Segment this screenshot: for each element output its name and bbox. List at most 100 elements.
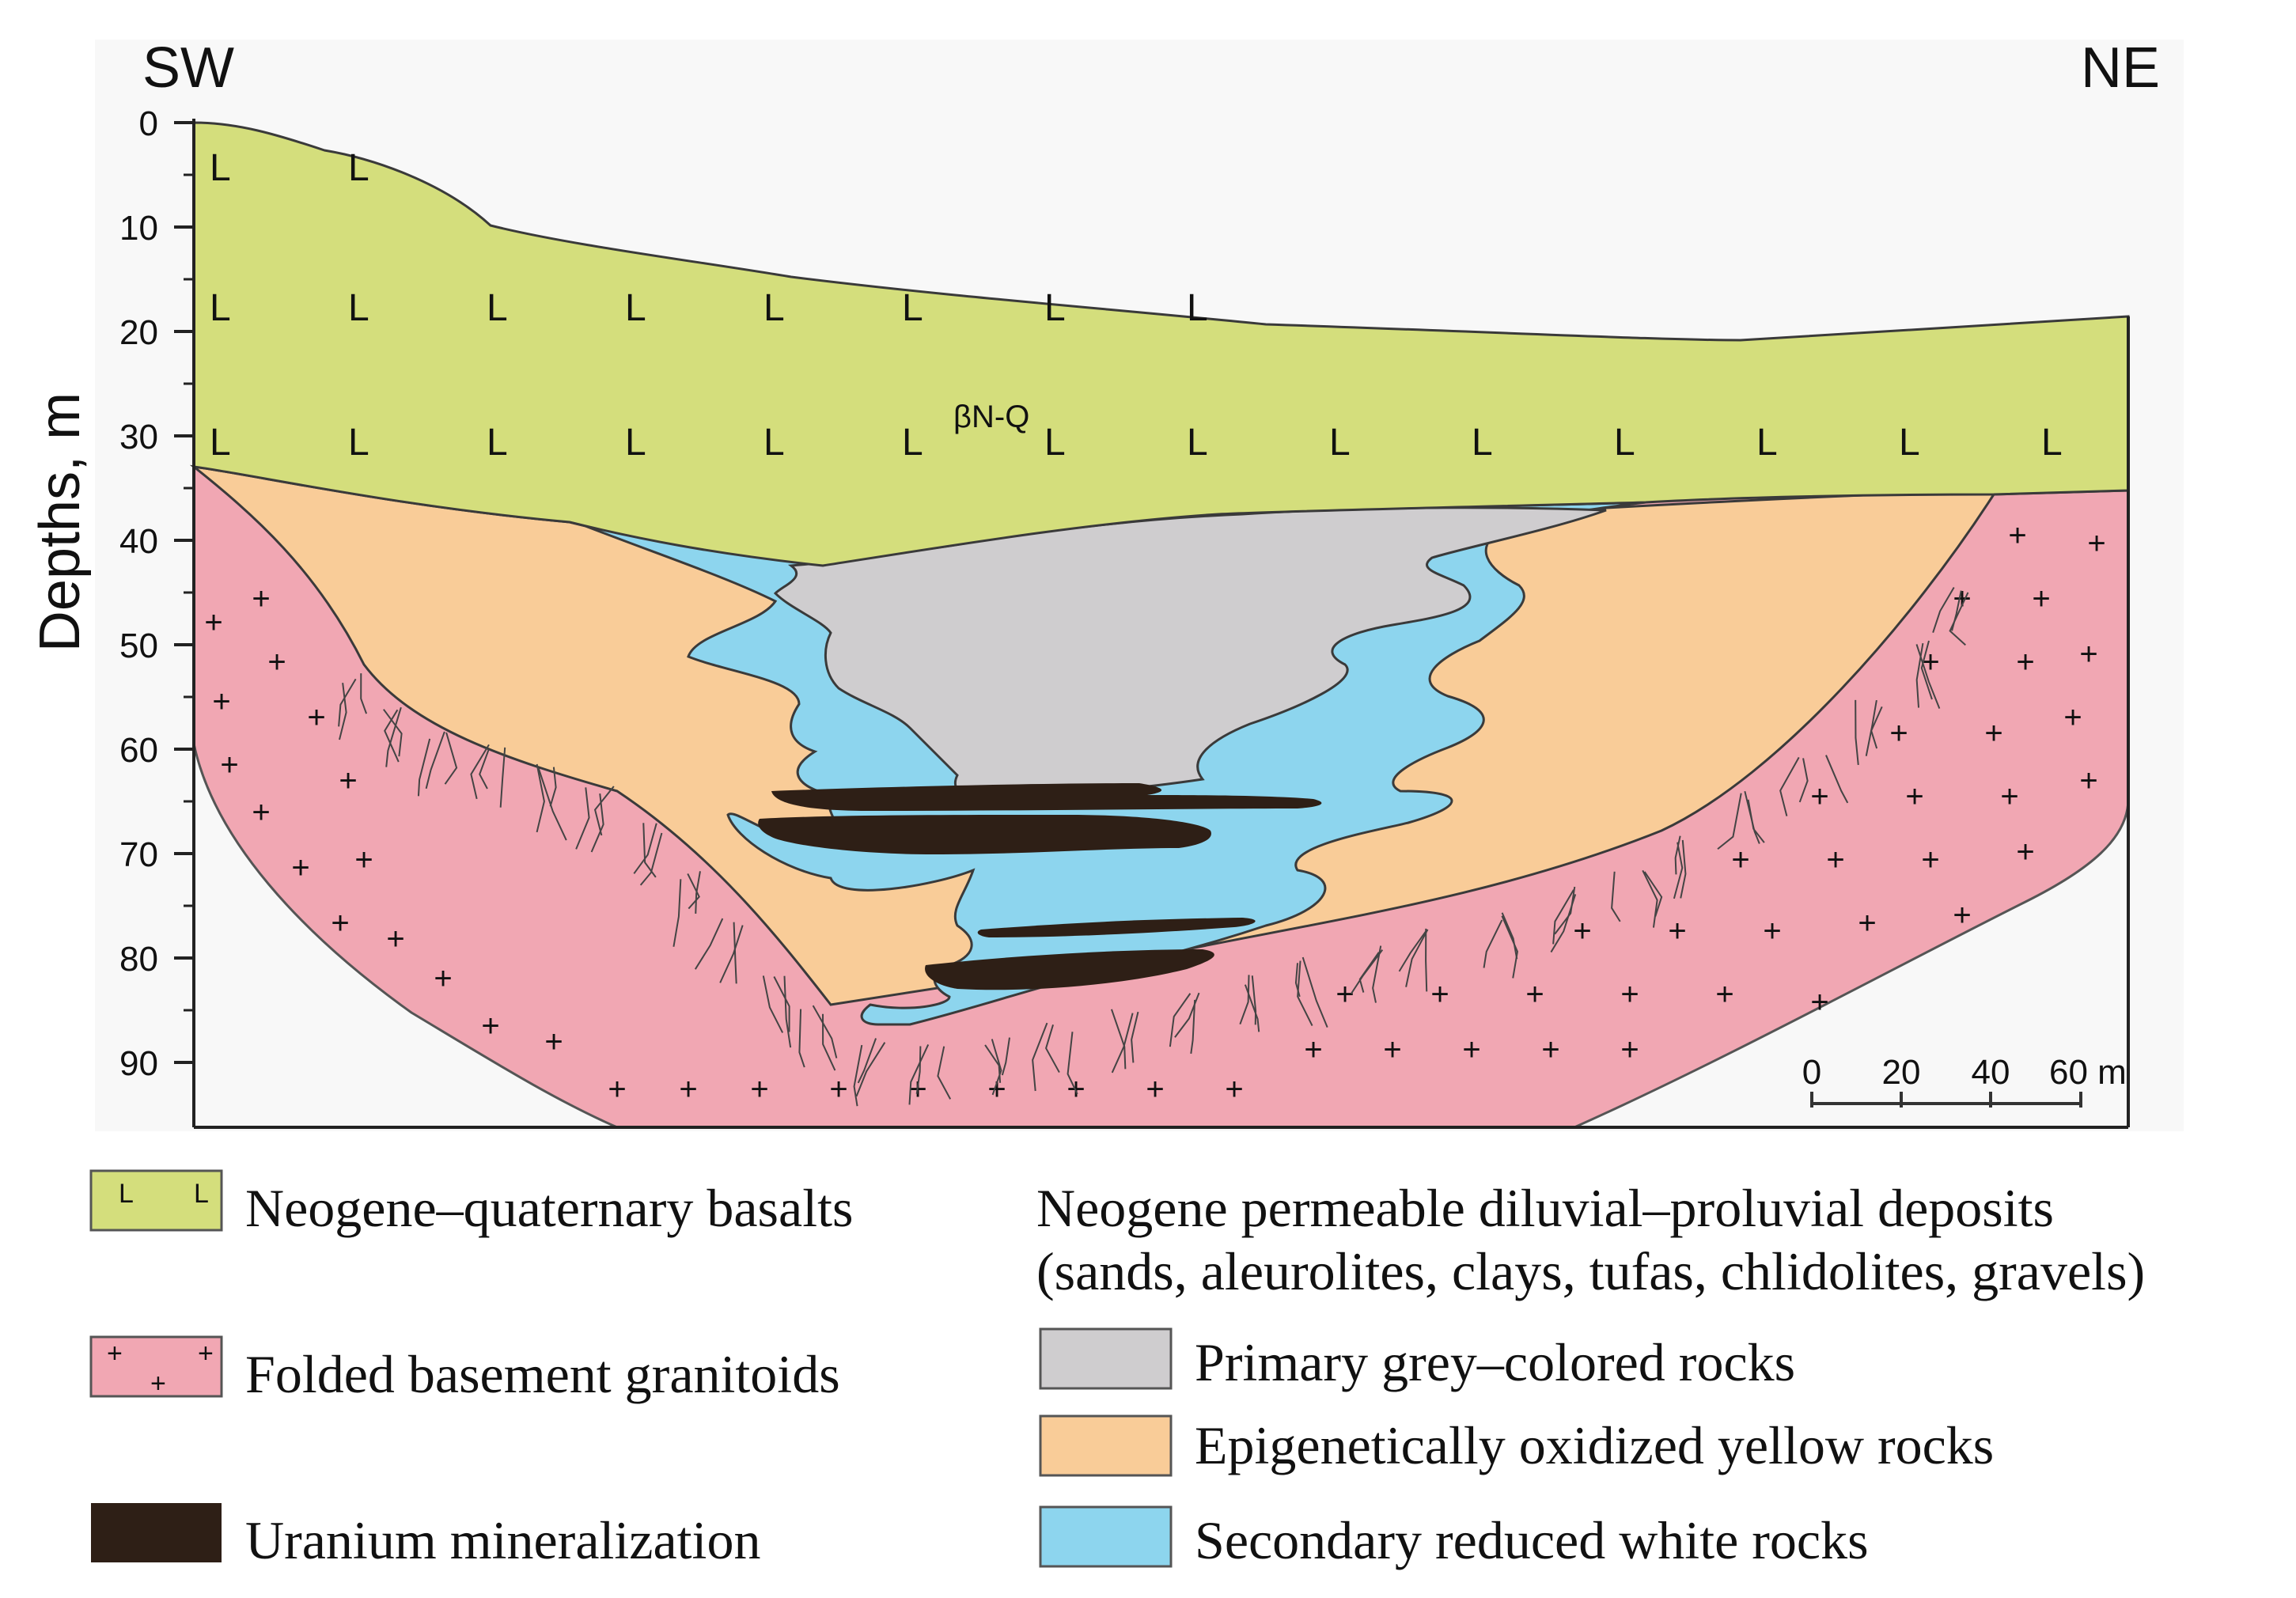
fracture-line <box>499 747 506 808</box>
scale-tick-20: 20 <box>1882 1053 1921 1092</box>
basalt-symbol: L <box>1756 422 1778 464</box>
fracture-line <box>360 673 368 714</box>
fracture-line <box>1643 871 1663 917</box>
fracture-line <box>479 748 490 790</box>
granite-symbol: + <box>1541 1032 1559 1067</box>
basalt-symbol: L <box>763 287 785 329</box>
granite-swatch-symbol-3: + <box>150 1369 166 1399</box>
fracture-line <box>798 1009 805 1068</box>
granite-symbol: + <box>1953 898 1971 933</box>
basalt-symbol: L <box>625 287 646 329</box>
granite-symbol: + <box>220 748 238 782</box>
granite-symbol: + <box>1858 906 1876 941</box>
granite-swatch-symbol: + <box>107 1339 123 1369</box>
fracture-line <box>908 1043 930 1105</box>
fracture-line <box>733 922 737 984</box>
fracture-line <box>1111 1009 1127 1070</box>
basalt-symbol: L <box>487 422 508 464</box>
fracture-line <box>537 768 567 841</box>
fracture-line <box>991 1039 1002 1096</box>
fracture-line <box>1673 842 1684 899</box>
uranium-swatch <box>91 1503 222 1562</box>
granite-swatch-symbol-2: + <box>198 1339 214 1369</box>
basalt-swatch-symbol: L <box>119 1179 134 1209</box>
granite-symbol: + <box>2087 526 2105 561</box>
fracture-line <box>822 1013 836 1071</box>
fracture-line <box>1350 949 1384 994</box>
fracture-line <box>687 873 700 910</box>
basalt-symbol: L <box>348 287 369 329</box>
basalt-swatch-symbol-2: L <box>194 1179 209 1209</box>
legend: L L Neogene–quaternary basalts + + + Fol… <box>89 1169 2145 1570</box>
fracture-line <box>1190 999 1196 1055</box>
fracture-line <box>385 706 402 767</box>
scale-tick-40: 40 <box>1972 1053 2010 1092</box>
legend-grey-label: Primary grey–colored rocks <box>1195 1332 1795 1392</box>
legend-yellow-label: Epigenetically oxidized yellow rocks <box>1195 1415 1994 1475</box>
granite-symbol: + <box>1715 977 1733 1012</box>
granite-symbol: + <box>1383 1032 1401 1067</box>
fracture-line <box>762 975 784 1033</box>
fracture-line <box>1798 758 1809 803</box>
granite-symbol: + <box>434 961 452 996</box>
fracture-line <box>593 786 615 836</box>
granite-symbol: + <box>2016 835 2034 869</box>
basalt-symbol: L <box>902 422 923 464</box>
granite-symbol: + <box>2032 581 2050 616</box>
fracture-line <box>1674 835 1681 875</box>
granite-symbol: + <box>1462 1032 1480 1067</box>
granite-symbol: + <box>354 843 373 877</box>
fracture-line <box>1855 699 1859 766</box>
basalt-symbol: L <box>487 287 508 329</box>
basalt-symbol: L <box>625 422 646 464</box>
depth-tick-label: 90 <box>119 1044 158 1083</box>
fracture-line <box>1680 839 1687 899</box>
depth-tick-label: 60 <box>119 731 158 770</box>
fracture-line <box>719 925 744 983</box>
fracture-line <box>853 1044 863 1107</box>
uranium-lens-upper-2 <box>758 815 1211 854</box>
fracture-line <box>855 1042 886 1097</box>
basalt-symbol: L <box>902 287 923 329</box>
granite-symbol: + <box>679 1072 697 1107</box>
granite-symbol: + <box>1573 914 1591 949</box>
granite-symbol: + <box>544 1024 563 1059</box>
granite-symbol: + <box>204 605 222 640</box>
fracture-line <box>1611 871 1621 922</box>
uranium-lens-lower-2 <box>925 949 1214 990</box>
grey-swatch <box>1039 1327 1173 1390</box>
legend-basalts: L L Neogene–quaternary basalts <box>89 1169 853 1238</box>
granite-symbol: + <box>1430 977 1449 1012</box>
fracture-line <box>1239 975 1250 1025</box>
legend-granitoids: + + + Folded basement granitoids <box>89 1335 840 1404</box>
fracture-line <box>1174 992 1200 1038</box>
fracture-line <box>642 823 657 878</box>
fracture-line <box>417 738 431 797</box>
fracture-line <box>1920 640 1933 700</box>
granite-symbol: + <box>987 1072 1006 1107</box>
fracture-line <box>1067 1032 1078 1095</box>
yellow-swatch <box>1039 1414 1173 1477</box>
fracture-line <box>1001 1037 1010 1076</box>
fracture-line <box>1501 915 1518 979</box>
depth-tick-label: 80 <box>119 940 158 979</box>
basalt-symbol: L <box>1044 287 1066 329</box>
fracture-line <box>1915 644 1941 709</box>
depth-tick-label: 10 <box>119 209 158 248</box>
granite-symbol: + <box>1921 843 1939 877</box>
depth-tick-label: 40 <box>119 522 158 561</box>
legend-deposits-heading-2: (sands, aleurolites, clays, tufas, chlid… <box>1036 1241 2145 1301</box>
fracture-line <box>1032 1022 1048 1092</box>
basalt-symbol: L <box>210 147 231 189</box>
basalt-symbol: L <box>348 422 369 464</box>
granite-symbol: + <box>1225 1072 1243 1107</box>
fracture-line <box>470 744 490 800</box>
granite-symbol: + <box>2079 763 2097 798</box>
fracture-line <box>1131 1011 1139 1063</box>
granite-symbol: + <box>1146 1072 1164 1107</box>
granite-symbol: + <box>1620 977 1639 1012</box>
granite-symbol: + <box>1953 581 1971 616</box>
basalt-symbol: L <box>1329 422 1351 464</box>
